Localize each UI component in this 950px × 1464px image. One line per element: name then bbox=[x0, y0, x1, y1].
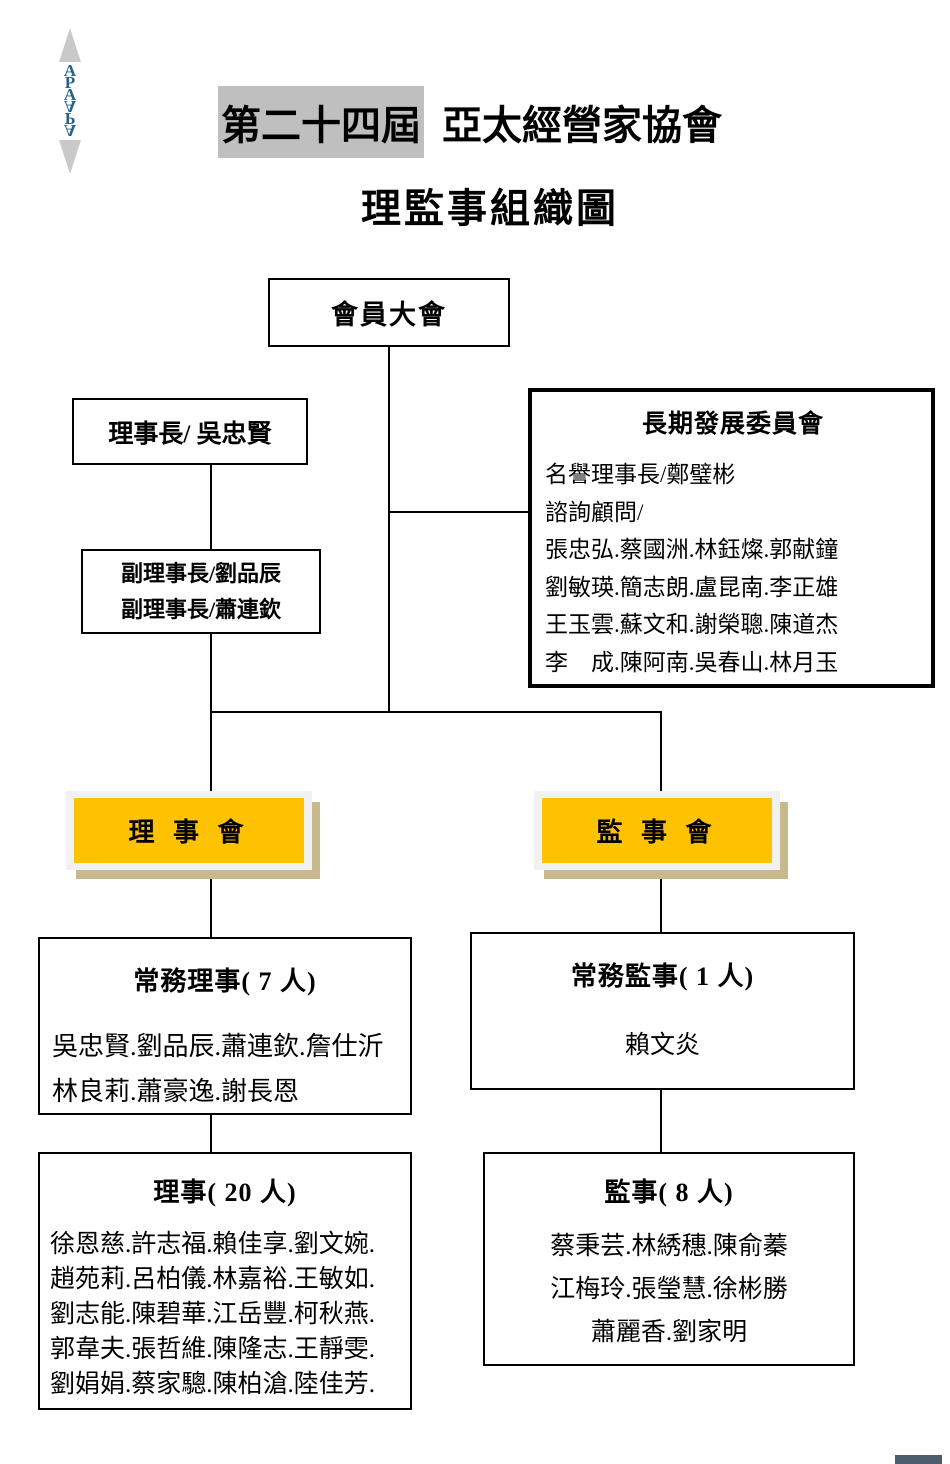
page-subtitle: 理監事組織圖 bbox=[361, 186, 619, 231]
standing-directors-title: 常務理事( 7 人) bbox=[133, 967, 317, 996]
connector-supervisors-board-drop bbox=[660, 711, 662, 791]
title-association-name: 亞太經營家協會 bbox=[442, 103, 722, 148]
box-supervisors: 監事( 8 人) 蔡秉芸.林綉穗.陳俞蓁 江梅玲.張瑩慧.徐彬勝 蕭麗香.劉家明 bbox=[483, 1152, 855, 1366]
box-directors: 理事( 20 人) 徐恩慈.許志福.賴佳享.劉文婉. 趙苑莉.呂柏儀.林嘉裕.王… bbox=[38, 1152, 412, 1410]
box-member-assembly: 會員大會 bbox=[268, 278, 510, 347]
committee-line: 名譽理事長/鄭璧彬 bbox=[545, 462, 736, 487]
connector-directors-drop bbox=[210, 1115, 212, 1152]
vice-chairman-line: 副理事長/蕭連欽 bbox=[120, 596, 282, 622]
committee-title: 長期發展委員會 bbox=[641, 411, 824, 438]
page-title: 第二十四屆 亞太經營家協會 bbox=[218, 86, 722, 158]
board-of-supervisors-label: 監 事 會 bbox=[542, 798, 772, 863]
connector-standing-supervisors-drop bbox=[660, 870, 662, 932]
committee-line: 張忠弘.蔡國洲.林鈺燦.郭献鐘 bbox=[545, 537, 839, 562]
name-line: 徐恩慈.許志福.賴佳享.劉文婉. bbox=[50, 1231, 376, 1258]
logo-triangle-up-icon bbox=[59, 28, 81, 62]
box-standing-supervisors: 常務監事( 1 人) 賴文炎 bbox=[470, 932, 855, 1090]
page-corner-bar bbox=[895, 1455, 942, 1464]
supervisors-title: 監事( 8 人) bbox=[604, 1178, 734, 1207]
name-line: 蔡秉芸.林綉穗.陳俞蓁 bbox=[550, 1233, 788, 1260]
name-line: 劉志能.陳碧華.江岳豐.柯秋燕. bbox=[50, 1301, 376, 1328]
committee-line: 劉敏瑛.簡志朗.盧昆南.李正雄 bbox=[545, 574, 839, 600]
box-board-of-supervisors: 監 事 會 bbox=[534, 791, 780, 870]
connector-assembly-down bbox=[388, 347, 390, 713]
connector-directors-board-drop bbox=[210, 711, 212, 791]
name-line: 劉娟娟.蔡家驄.陳柏滄.陸佳芳. bbox=[50, 1371, 376, 1398]
title-session-highlight: 第二十四屆 bbox=[218, 86, 424, 158]
board-of-directors-label: 理 事 會 bbox=[74, 798, 304, 863]
apa-logo: A P A A P A bbox=[50, 28, 90, 174]
logo-letters-mirrored: A P A bbox=[63, 97, 77, 140]
name-line: 吳忠賢.劉品辰.蕭連欽.詹仕沂 bbox=[52, 1032, 384, 1061]
connector-standing-directors-drop bbox=[210, 870, 212, 937]
name-line: 林良莉.蕭豪逸.謝長恩 bbox=[52, 1077, 300, 1106]
standing-directors-names: 吳忠賢.劉品辰.蕭連欽.詹仕沂 林良莉.蕭豪逸.謝長恩 bbox=[40, 1024, 410, 1114]
logo-letters: A P A bbox=[63, 61, 77, 104]
directors-names: 徐恩慈.許志福.賴佳享.劉文婉. 趙苑莉.呂柏儀.林嘉裕.王敏如. 劉志能.陳碧… bbox=[40, 1227, 410, 1402]
name-line: 郭韋夫.張哲維.陳隆志.王靜雯. bbox=[50, 1336, 376, 1363]
name-line: 蕭麗香.劉家明 bbox=[590, 1319, 748, 1346]
connector-vice-down bbox=[210, 634, 212, 713]
committee-line: 李 成.陳阿南.吳春山.林月玉 bbox=[545, 649, 839, 675]
box-chairman: 理事長/ 吳忠賢 bbox=[72, 398, 308, 465]
box-board-of-directors: 理 事 會 bbox=[66, 791, 312, 870]
logo-triangle-down-icon bbox=[59, 140, 81, 174]
box-standing-directors: 常務理事( 7 人) 吳忠賢.劉品辰.蕭連欽.詹仕沂 林良莉.蕭豪逸.謝長恩 bbox=[38, 937, 412, 1115]
vice-chairman-line: 副理事長/劉品辰 bbox=[120, 560, 282, 586]
member-assembly-label: 會員大會 bbox=[331, 300, 447, 330]
name-line: 賴文炎 bbox=[624, 1032, 700, 1059]
box-development-committee: 長期發展委員會 名譽理事長/鄭璧彬 諮詢顧問/ 張忠弘.蔡國洲.林鈺燦.郭献鐘 … bbox=[528, 388, 935, 688]
logo-letter: A bbox=[63, 97, 77, 116]
name-line: 江梅玲.張瑩慧.徐彬勝 bbox=[550, 1276, 788, 1303]
standing-supervisors-title: 常務監事( 1 人) bbox=[570, 962, 755, 991]
supervisors-names: 蔡秉芸.林綉穗.陳俞蓁 江梅玲.張瑩慧.徐彬勝 蕭麗香.劉家明 bbox=[485, 1225, 853, 1354]
committee-line: 王玉雲.蘇文和.謝榮聰.陳道杰 bbox=[545, 612, 839, 637]
chairman-label: 理事長/ 吳忠賢 bbox=[108, 420, 272, 448]
box-vice-chairmen: 副理事長/劉品辰 副理事長/蕭連欽 bbox=[81, 549, 321, 634]
connector-main-horizontal bbox=[210, 711, 662, 713]
logo-letter: P bbox=[64, 73, 76, 92]
committee-line: 諮詢顧問/ bbox=[545, 499, 644, 525]
connector-chairman-vice bbox=[210, 465, 212, 549]
name-line: 趙苑莉.呂柏儀.林嘉裕.王敏如. bbox=[50, 1266, 376, 1293]
logo-letter: A bbox=[63, 61, 77, 80]
directors-title: 理事( 20 人) bbox=[153, 1178, 297, 1207]
standing-supervisors-names: 賴文炎 bbox=[472, 1025, 853, 1061]
connector-committee-branch bbox=[389, 511, 528, 513]
logo-letter: A bbox=[63, 85, 77, 104]
connector-supervisors-drop bbox=[660, 1090, 662, 1152]
